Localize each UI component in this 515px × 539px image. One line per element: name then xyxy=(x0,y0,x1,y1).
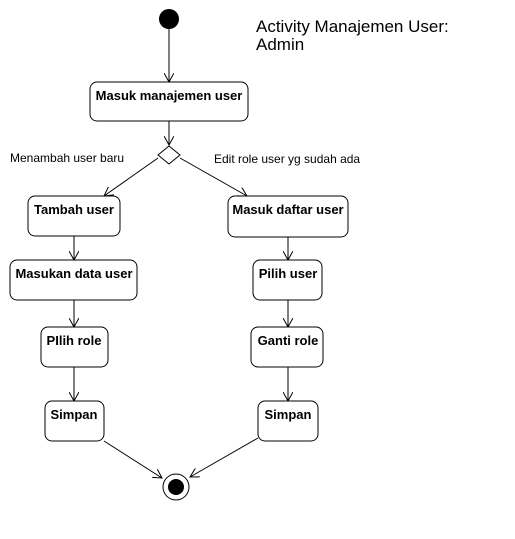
guard-right-label: Edit role user yg sudah ada xyxy=(214,152,360,166)
guard-left-label: Menambah user baru xyxy=(10,151,124,165)
edge-simpan-right-to-final xyxy=(190,437,259,477)
edge-simpan-left-to-final xyxy=(103,440,162,478)
action-simpan-right-label: Simpan xyxy=(265,407,312,422)
action-masuk-daftar-user-label: Masuk daftar user xyxy=(232,202,343,217)
action-simpan-right xyxy=(257,400,319,442)
edge-decision-to-tambah-user xyxy=(104,157,159,196)
decision-node xyxy=(157,145,181,165)
edge-decision-to-masuk-daftar xyxy=(179,157,247,196)
final-node-dot xyxy=(168,479,184,495)
diagram-title-line2: Admin xyxy=(256,35,304,54)
action-simpan-left xyxy=(44,400,105,442)
initial-node xyxy=(159,9,179,29)
action-tambah-user-label: Tambah user xyxy=(34,202,114,217)
action-ganti-role-label: Ganti role xyxy=(258,333,319,348)
action-masukan-data-user-label: Masukan data user xyxy=(15,266,132,281)
action-simpan-left-label: Simpan xyxy=(51,407,98,422)
diagram-title-line1: Activity Manajemen User: xyxy=(256,17,449,36)
action-masuk-manajemen-user-label: Masuk manajemen user xyxy=(96,88,243,103)
action-ganti-role xyxy=(250,326,324,368)
action-pilih-role-label: PIlih role xyxy=(47,333,102,348)
action-pilih-user-label: Pilih user xyxy=(259,266,318,281)
